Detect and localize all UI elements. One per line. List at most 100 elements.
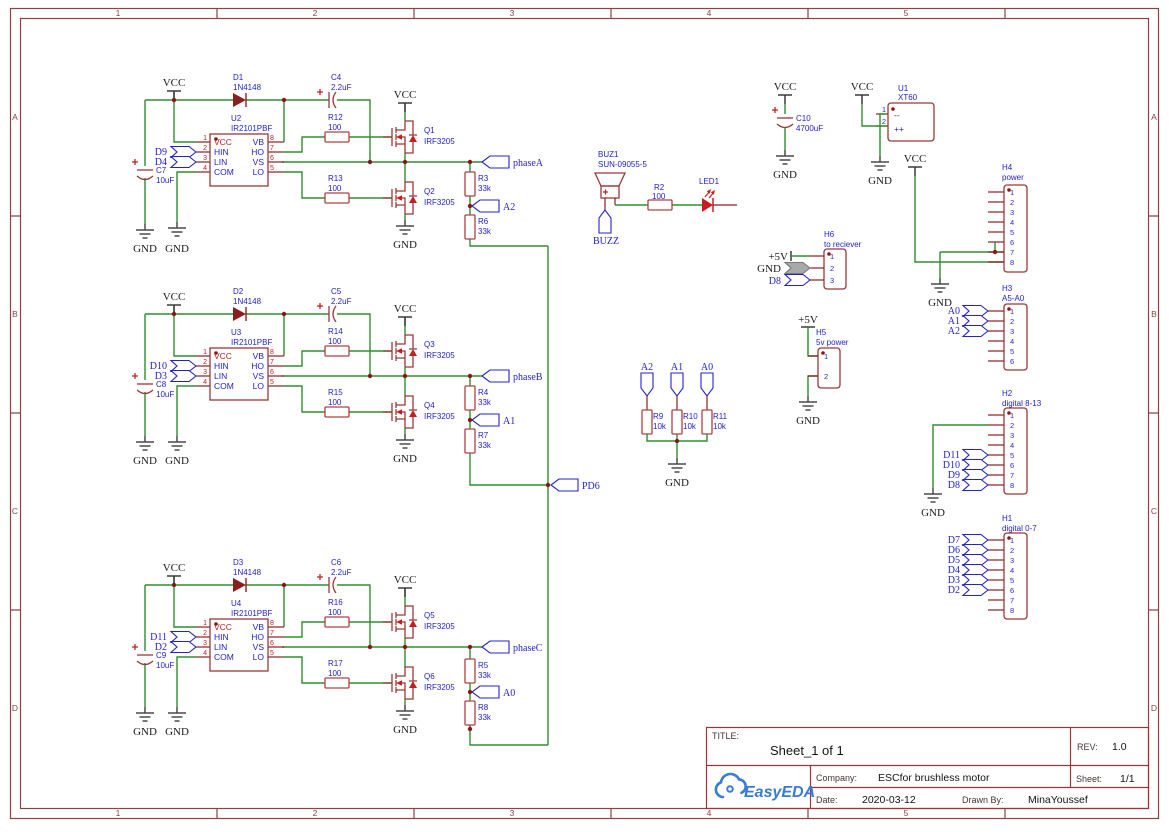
pin-number: 8 <box>1010 258 1014 267</box>
ic-pin-number: 6 <box>270 155 274 162</box>
buzzer-led-circuit[interactable]: BUZ1 SUN-09055-5 BUZZ R2 100 LED1 <box>593 150 737 247</box>
pin-number: 2 <box>882 117 886 126</box>
resistor-r6-symbol[interactable] <box>464 214 476 240</box>
h3-body[interactable] <box>1003 303 1028 371</box>
ic-pin-number: 1 <box>203 620 207 627</box>
resistor-r13-symbol[interactable] <box>324 192 350 204</box>
res-value: 100 <box>328 184 342 193</box>
res-value: 33k <box>478 227 492 236</box>
drawn-by-label: Drawn By: <box>962 795 1004 805</box>
resistor-r7-symbol[interactable] <box>464 428 476 454</box>
connector-desc: A5-A0 <box>1002 294 1025 303</box>
res-value: 33k <box>478 441 492 450</box>
resistor-r16-symbol[interactable] <box>324 616 350 628</box>
resistor-r2-symbol[interactable] <box>647 199 673 211</box>
ic-pin-name-lin: LIN <box>214 371 227 381</box>
buzzer-ref: BUZ1 <box>598 150 619 159</box>
connector-h2[interactable]: H2 digital 8-13 GND D11 D10 D9 D8 1 2 3 … <box>921 389 1042 519</box>
ic-pin-name-vcc: VCC <box>214 137 232 147</box>
h5-body[interactable] <box>817 347 841 389</box>
net-label-gnd: GND <box>757 263 781 275</box>
resistor-r15-symbol[interactable] <box>324 406 350 418</box>
mosfet-ref: Q4 <box>424 401 435 410</box>
h2-body[interactable] <box>1003 407 1028 495</box>
pin-number: 3 <box>1010 431 1014 440</box>
sheet-title: Sheet_1 of 1 <box>770 743 844 758</box>
xt60-body[interactable] <box>887 102 935 142</box>
h4-body[interactable] <box>1003 184 1028 273</box>
ic-pin-name-hin: HIN <box>214 361 229 371</box>
net-label-gnd: GND <box>796 415 820 427</box>
resistor-r9-symbol[interactable] <box>641 409 653 435</box>
battery-connector-xt60[interactable]: VCC GND U1 XT60 1 2 -- ++ <box>851 81 935 187</box>
driver-block-phase-a[interactable]: VCC D1 1N4148 C4 2.2uF C7 10uF GND GND U… <box>131 73 548 255</box>
net-label-gnd: GND <box>868 175 892 187</box>
connector-h4[interactable]: H4 power 1 2 3 4 5 6 7 8 <box>983 163 1028 273</box>
resistor-r11-symbol[interactable] <box>701 409 713 435</box>
connector-h3[interactable]: H3 A5-A0 A0 A1 A2 1 2 3 4 5 6 <box>948 284 1028 371</box>
ic-pin-number: 1 <box>203 349 207 356</box>
net-label-vcc: VCC <box>904 153 927 165</box>
pin-number: 1 <box>1010 536 1014 545</box>
connector-h5[interactable]: +5V H5 5v power 1 2 GND <box>796 314 849 427</box>
resistor-r17-symbol[interactable] <box>324 677 350 689</box>
net-label-vcc: VCC <box>163 77 186 89</box>
driver-block-phase-b[interactable]: VCC D2 1N4148 C5 2.2uF C8 10uF GND GND U… <box>131 287 548 486</box>
res-value: 33k <box>478 671 492 680</box>
resistor-r10-symbol[interactable] <box>671 409 683 435</box>
ic-u4-body[interactable] <box>209 618 269 672</box>
driver-block-phase-c[interactable]: VCC D3 1N4148 C6 2.2uF C9 10uF GND GND U… <box>131 558 548 746</box>
connector-ref: H3 <box>1002 284 1013 293</box>
net-label-lin: D2 <box>155 642 167 653</box>
net-label-phasea: phaseA <box>513 158 544 169</box>
res-value: 100 <box>328 669 342 678</box>
pin1-dot <box>891 107 895 111</box>
pin1-dot <box>214 137 218 141</box>
frame-row-right-a: A <box>1151 112 1157 122</box>
mosfet-value: IRF3205 <box>424 137 455 146</box>
ic-u3-body[interactable] <box>209 347 269 401</box>
pin-number: 2 <box>1010 546 1014 555</box>
connector-desc: to reciever <box>824 240 862 249</box>
date-value: 2020-03-12 <box>862 794 916 806</box>
ic-u2-body[interactable] <box>209 133 269 187</box>
sense-bus[interactable]: PD6 <box>545 246 600 745</box>
buzzer-symbol[interactable] <box>593 172 627 199</box>
connector-desc: 5v power <box>816 338 849 347</box>
connector-ref: H4 <box>1002 163 1013 172</box>
pin-number: 6 <box>1010 238 1014 247</box>
pin-number: 6 <box>1010 586 1014 595</box>
res-ref: R6 <box>478 217 489 226</box>
net-label-phaseb: phaseB <box>513 372 543 383</box>
connector-h1[interactable]: H1 digital 0-7 D7 D6 D5 D4 D3 D2 1 2 3 4… <box>948 514 1037 620</box>
analog-pulldowns[interactable]: A2 A1 A0 R9 10k R10 10k R11 10k GND <box>640 362 728 489</box>
ic-pin-name-ho: HO <box>251 632 264 642</box>
ic-pin-name-vb: VB <box>253 137 265 147</box>
resistor-r12-symbol[interactable] <box>324 131 350 143</box>
resistor-r14-symbol[interactable] <box>324 345 350 357</box>
resistor-r8-symbol[interactable] <box>464 700 476 726</box>
net-label-a0: A0 <box>503 688 515 699</box>
net-label-5v: +5V <box>798 314 818 326</box>
bulk-capacitor[interactable]: VCC C10 4700uF GND <box>771 81 823 181</box>
resistor-r5-symbol[interactable] <box>464 658 476 684</box>
res-ref: R13 <box>328 174 343 183</box>
net-label-vcc: VCC <box>774 81 797 93</box>
net-label-vcc: VCC <box>163 562 186 574</box>
h1-body[interactable] <box>1003 532 1028 620</box>
easyeda-logo: EasyEDA <box>714 772 815 801</box>
h6-body[interactable] <box>823 248 847 290</box>
resistor-r3-symbol[interactable] <box>464 171 476 197</box>
ic-pin-number: 2 <box>203 359 207 366</box>
net-label-d8: D8 <box>769 276 781 287</box>
frame-col-bottom-2: 2 <box>313 808 318 818</box>
ic-pin-name-vs: VS <box>253 371 265 381</box>
ic-pin-number: 2 <box>203 145 207 152</box>
pin-number: 1 <box>1010 411 1014 420</box>
pin1-dot <box>1007 536 1011 540</box>
connector-h6[interactable]: H6 to reciever +5V GND D8 1 2 3 <box>757 230 862 290</box>
pin-number: 5 <box>1010 451 1014 460</box>
resistor-r4-symbol[interactable] <box>464 385 476 411</box>
